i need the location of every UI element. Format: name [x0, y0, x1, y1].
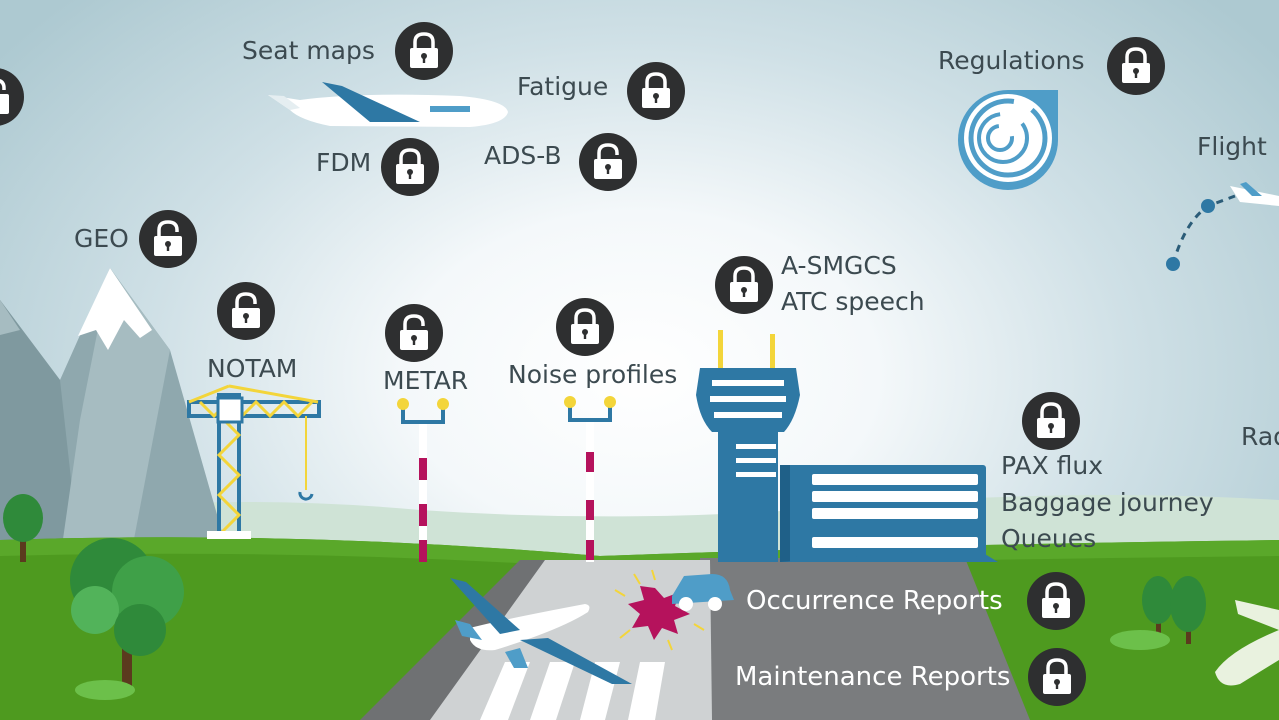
runway-markings — [480, 662, 665, 720]
occurrence-reports-lock-icon[interactable] — [1027, 572, 1085, 630]
padlock-locked-icon — [1043, 658, 1071, 694]
padlock-unlocked-icon — [154, 220, 182, 256]
padlock-unlocked-icon — [594, 143, 622, 179]
noise-mast-icon — [564, 396, 616, 562]
fdm-lock-icon[interactable] — [381, 138, 439, 196]
label-atc-speech: ATC speech — [781, 287, 925, 316]
label-ads-b: ADS-B — [484, 141, 562, 170]
label-fdm: FDM — [316, 148, 372, 177]
terminal-building-icon — [780, 465, 998, 562]
maintenance-reports-lock-icon[interactable] — [1028, 648, 1086, 706]
airplane-runway-icon — [450, 578, 632, 684]
edge-lock-icon[interactable] — [0, 68, 24, 126]
tree-icon — [3, 494, 184, 700]
label-fatigue: Fatigue — [517, 72, 609, 101]
padlock-locked-icon — [1122, 47, 1150, 83]
label-occurrence-reports: Occurrence Reports — [746, 586, 1003, 616]
tree-icon-right — [1110, 576, 1206, 650]
control-tower-icon — [696, 330, 800, 562]
padlock-locked-icon — [730, 266, 758, 302]
label-noise-profiles: Noise profiles — [508, 360, 678, 389]
noise-profiles-lock-icon[interactable] — [556, 298, 614, 356]
label-notam: NOTAM — [207, 354, 298, 383]
label-metar: METAR — [383, 366, 469, 395]
padlock-unlocked-icon — [0, 79, 9, 114]
label-baggage-journey: Baggage journey — [1001, 488, 1214, 517]
padlock-locked-icon — [571, 308, 599, 344]
padlock-locked-icon — [396, 148, 424, 184]
padlock-unlocked-icon — [400, 314, 428, 350]
pax-flux-lock-icon[interactable] — [1022, 392, 1080, 450]
label-maintenance-reports: Maintenance Reports — [735, 662, 1011, 692]
ads-b-lock-icon[interactable] — [579, 133, 637, 191]
label-seat-maps: Seat maps — [242, 36, 375, 65]
seat-maps-lock-icon[interactable] — [395, 22, 453, 80]
padlock-locked-icon — [1037, 402, 1065, 438]
runway-right — [700, 558, 1030, 720]
vehicle-icon — [672, 574, 734, 611]
label-a-smgcs: A-SMGCS — [781, 251, 897, 280]
notam-lock-icon[interactable] — [217, 282, 275, 340]
regulations-lock-icon[interactable] — [1107, 37, 1165, 95]
label-rad: Rad — [1241, 422, 1279, 451]
fatigue-lock-icon[interactable] — [627, 62, 685, 120]
label-pax-flux: PAX flux — [1001, 451, 1104, 480]
weather-mast-icon — [397, 398, 449, 562]
flight-path-icon — [1166, 182, 1279, 271]
label-queues: Queues — [1001, 524, 1097, 553]
padlock-locked-icon — [1042, 582, 1070, 618]
regulations-target-icon — [958, 90, 1058, 190]
mountain-icon — [0, 268, 230, 560]
padlock-locked-icon — [642, 72, 670, 108]
metar-lock-icon[interactable] — [385, 304, 443, 362]
airplane-right-icon — [1215, 600, 1279, 686]
construction-crane-icon — [187, 384, 321, 539]
label-regulations: Regulations — [938, 46, 1085, 75]
geo-lock-icon[interactable] — [139, 210, 197, 268]
a-smgcs-lock-icon[interactable] — [715, 256, 773, 314]
padlock-locked-icon — [410, 32, 438, 68]
label-flight: Flight — [1197, 132, 1267, 161]
airplane-icon — [268, 82, 508, 127]
padlock-unlocked-icon — [232, 292, 260, 328]
label-geo: GEO — [74, 224, 129, 253]
